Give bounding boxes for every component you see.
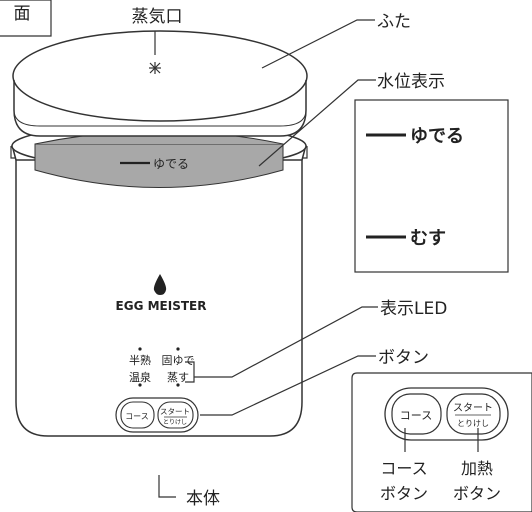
steam-vent: 蒸気口 (132, 7, 183, 74)
body-label: 本体 (186, 489, 220, 509)
display-led-callout: 表示LED (185, 299, 447, 383)
steam-mark-label: むす (410, 228, 446, 249)
egg-icon (153, 274, 167, 295)
led-steamed: 蒸す (167, 371, 189, 384)
led-onsen: 温泉 (129, 370, 151, 384)
led-indicators: 半熟 固ゆで 温泉 蒸す (129, 347, 195, 387)
body-callout: 本体 (158, 475, 220, 509)
course-caption-line2: ボタン (380, 484, 428, 503)
inner-water-mark-label: ゆでる (153, 157, 189, 171)
water-level-detail: ゆでる むす (354, 99, 509, 273)
start-button[interactable]: スタート とりけし (157, 401, 194, 429)
detail-start-button: スタート とりけし (446, 393, 501, 435)
button-detail: コース スタート とりけし コース ボタン 加熱 ボタン (351, 372, 532, 512)
led-dot (176, 347, 180, 351)
detail-course-button-label: コース (400, 409, 432, 422)
buttons-label: ボタン (378, 348, 429, 368)
detail-cancel-button-label: とりけし (457, 419, 489, 428)
lid-label: ふた (377, 12, 411, 32)
led-dot (138, 383, 142, 387)
detail-start-button-label: スタート (453, 402, 493, 414)
water-level-callout: 水位表示 (258, 72, 445, 167)
inner-water-mark: ゆでる (120, 157, 189, 171)
course-button-label: コース (125, 412, 149, 421)
control-panel: コース スタート とりけし (115, 397, 199, 433)
section-tab-label: 面 (14, 4, 31, 24)
start-button-label: スタート (160, 407, 190, 416)
led-half-cooked: 半熟 (129, 353, 151, 367)
boil-mark-label: ゆでる (410, 126, 464, 147)
led-hard-boiled: 固ゆで (162, 354, 195, 367)
cancel-button-label: とりけし (163, 419, 187, 426)
lid (12, 30, 308, 137)
led-dot (176, 383, 180, 387)
section-tab: 面 (0, 0, 52, 37)
heat-caption-line2: ボタン (453, 484, 501, 503)
led-dot (138, 347, 142, 351)
brand-logo: EGG MEISTER (116, 274, 207, 313)
course-button[interactable]: コース (120, 401, 155, 429)
detail-course-button: コース (391, 393, 442, 435)
steam-vent-label: 蒸気口 (132, 7, 183, 27)
brand-name: EGG MEISTER (116, 299, 207, 313)
heat-caption-line1: 加熱 (461, 459, 493, 478)
buttons-callout: ボタン (200, 348, 429, 416)
water-level-label: 水位表示 (377, 72, 445, 92)
display-led-label: 表示LED (380, 299, 447, 319)
lid-callout: ふた (261, 12, 411, 69)
course-caption-line1: コース (380, 459, 427, 478)
